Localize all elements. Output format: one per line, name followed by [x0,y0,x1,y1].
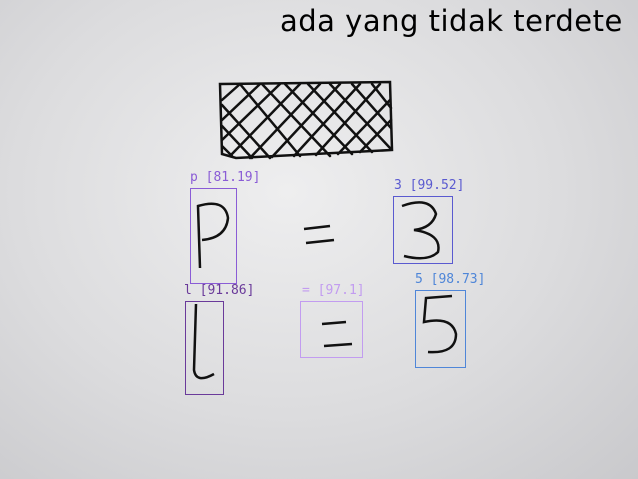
equals-2 [321,320,353,348]
equals-1 [303,224,335,245]
detection-label-3: 3 [99.52] [394,178,465,193]
detection-box-p [190,188,237,284]
char-5 [422,294,458,354]
detection-label-5: 5 [98.73] [415,272,486,287]
detection-box-5 [415,290,466,368]
detection-label-l: l [91.86] [184,283,255,298]
char-l [192,303,215,380]
hatched-rectangle [218,80,394,160]
status-banner: ada yang tidak terdete [280,4,623,38]
detection-box-3 [393,196,453,264]
char-3 [401,201,440,260]
detection-box-l [185,301,224,395]
char-p [196,202,230,269]
detection-label-equals: = [97.1] [302,283,365,298]
detection-box-equals [300,301,363,358]
detection-label-p: p [81.19] [190,170,261,185]
